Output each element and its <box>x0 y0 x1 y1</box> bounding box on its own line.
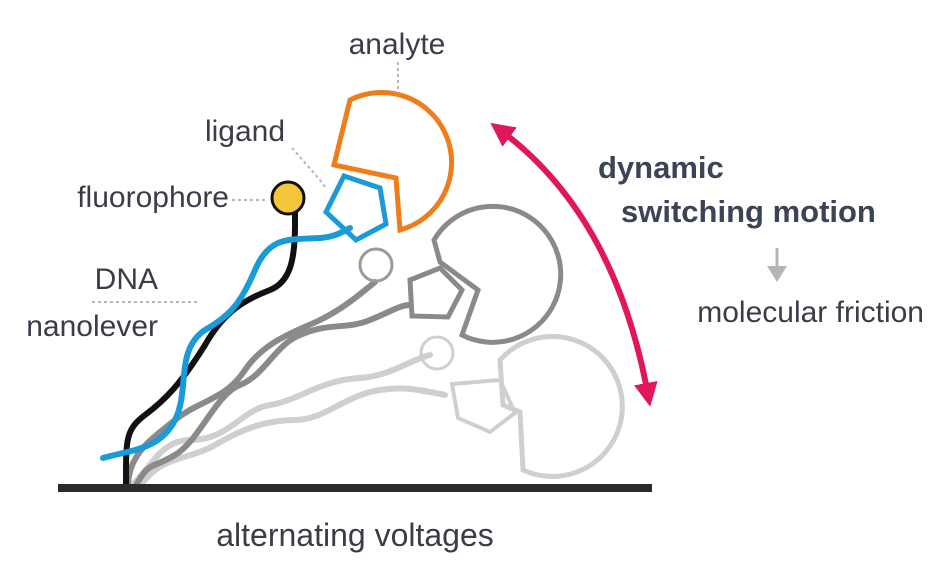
dna-strand-black <box>122 209 298 490</box>
dna-label: DNA <box>95 263 158 296</box>
analyte-shape <box>330 89 455 234</box>
ghost-lever-light <box>127 334 625 490</box>
ghost-mid-analyte <box>431 203 564 345</box>
nanolever-label: nanolever <box>26 310 158 343</box>
ghost-light-analyte <box>497 334 625 479</box>
ghost-light-strand-b <box>137 385 448 490</box>
ligand-leader <box>291 147 327 189</box>
dna-strand-blue <box>100 225 353 461</box>
motion-label-line1: dynamic <box>598 150 724 185</box>
ghost-mid-strand-b <box>132 302 413 490</box>
ghost-mid-ligand <box>407 265 466 320</box>
analyte-label: analyte <box>349 28 446 61</box>
ghost-light-strand-a <box>127 352 433 490</box>
ghost-mid-strand-a <box>125 279 378 490</box>
fluorophore-dot <box>270 180 306 216</box>
voltages-label: alternating voltages <box>216 517 494 553</box>
motion-label-line2: switching motion <box>621 194 876 229</box>
friction-label: molecular friction <box>697 296 924 329</box>
fluorophore-label: fluorophore <box>77 181 229 214</box>
ghost-mid-fluorophore <box>358 247 394 283</box>
down-arrow-icon <box>767 248 787 282</box>
motion-arrow-icon <box>490 122 658 407</box>
ligand-pentagon <box>322 172 389 244</box>
ligand-label: ligand <box>205 115 285 148</box>
dna-nanolever-active <box>100 89 455 490</box>
ghost-light-fluorophore <box>419 335 455 371</box>
